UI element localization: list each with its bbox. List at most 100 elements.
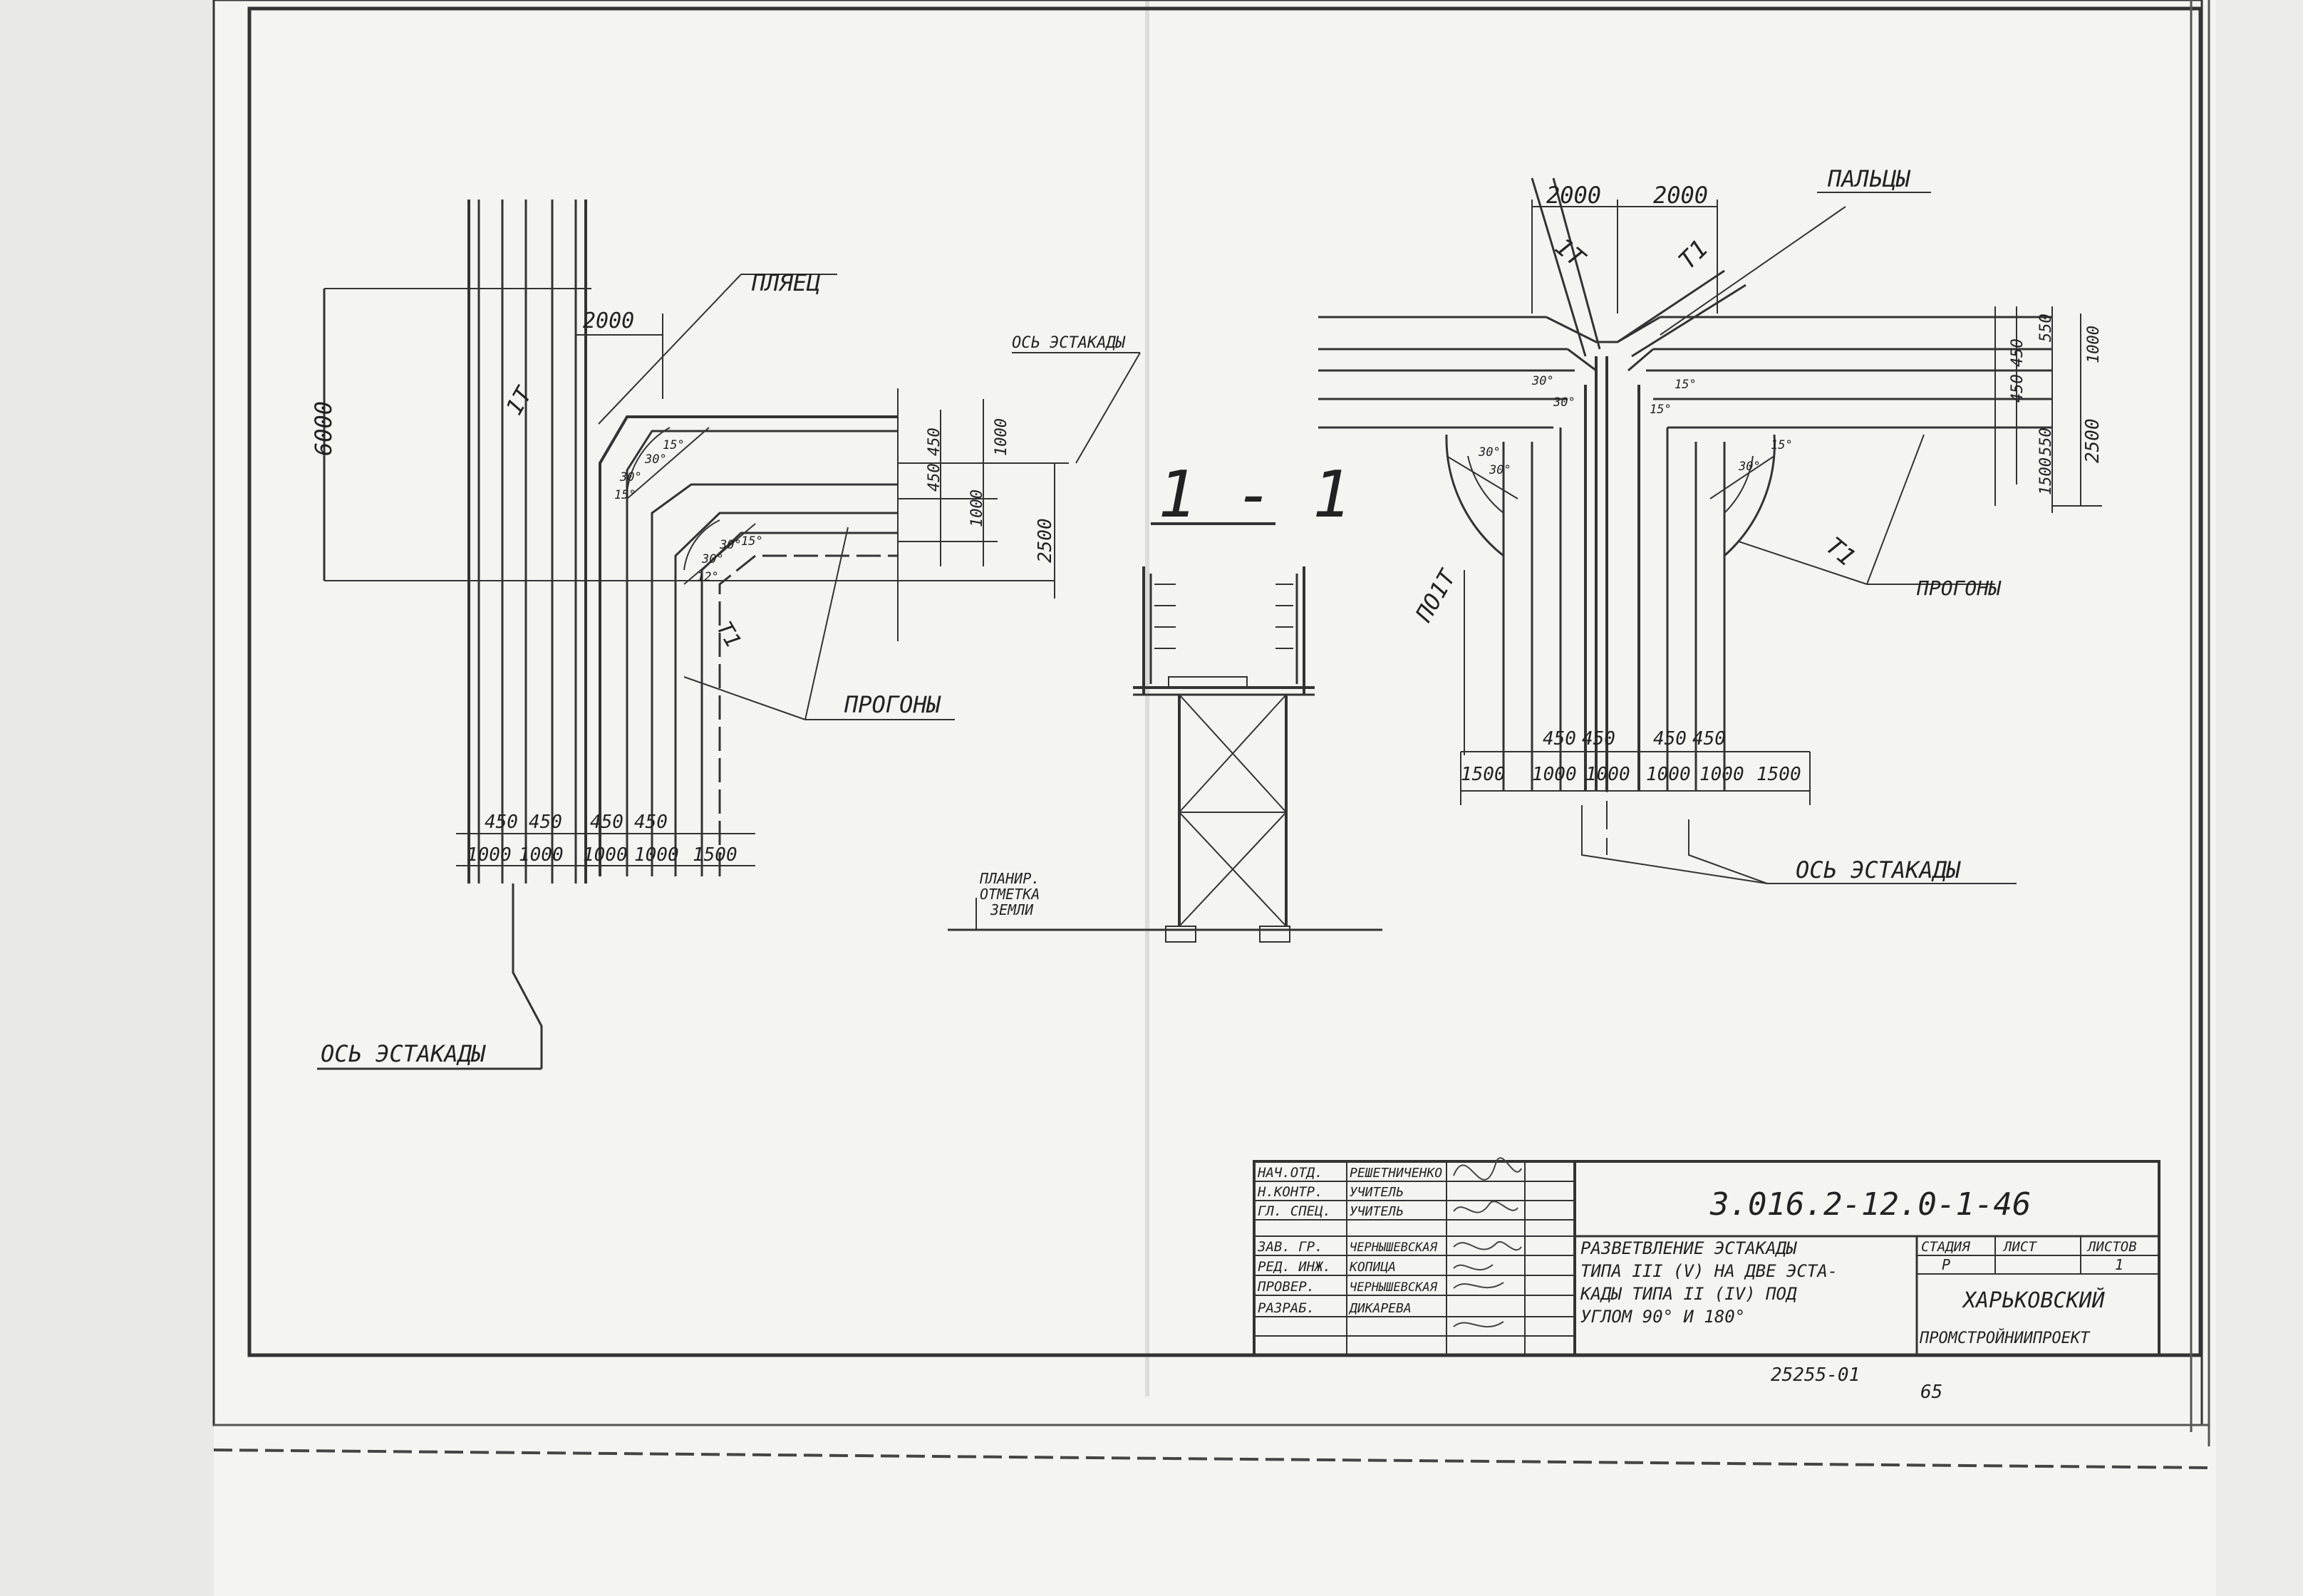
dim-b-1000-4: 1000 (634, 844, 679, 866)
dim-2000-right-b: 2000 (1653, 182, 1708, 209)
doc-code: 3.016.2-12.0-1-46 (1709, 1186, 2031, 1223)
flange-label: ПЛЯЕЦ (751, 269, 820, 296)
org-line-2: ПРОМСТРОЙНИИПРОЕКТ (1919, 1329, 2091, 1347)
dim-rb-450-4: 450 (1692, 728, 1726, 750)
right-plan-view (1318, 177, 2102, 884)
name-6: ЧЕРНЫШЕВСКАЯ (1350, 1280, 1438, 1295)
dim-rb-1000-b: 1000 (1585, 764, 1630, 785)
dim-rb-1000-a: 1000 (1532, 764, 1577, 785)
dim-r-450-b: 450 (2009, 338, 2027, 367)
angle-label-1: 30° (644, 452, 667, 467)
angle-label-6: 30° (701, 552, 724, 566)
angle-r-7: 15° (1771, 438, 1793, 452)
dim-2000-right-a: 2000 (1546, 182, 1601, 209)
name-4: ЧЕРНЫШЕВСКАЯ (1350, 1240, 1438, 1255)
name-2: УЧИТЕЛЬ (1350, 1185, 1404, 1200)
description-line-3: КАДЫ ТИПА II (IV) ПОД (1580, 1284, 1797, 1304)
angle-r-5: 30° (1478, 445, 1501, 460)
role-6: ПРОВЕР. (1257, 1279, 1315, 1295)
description-line-4: УГЛОМ 90° И 180° (1580, 1307, 1745, 1327)
ground-label-1: ПЛАНИР. (979, 870, 1040, 887)
fingers-label: ПАЛЬЦЫ (1827, 165, 1910, 192)
ground-label-3: ЗЕМЛИ (990, 901, 1034, 918)
name-7: ДИКАРЕВА (1348, 1301, 1412, 1316)
angle-r-3: 15° (1675, 378, 1697, 392)
title-block-frame (1253, 1160, 2160, 1357)
inner-frame (247, 6, 2203, 1357)
dim-rb-1000-d: 1000 (1699, 764, 1744, 785)
paper-shadow-left (0, 0, 214, 1596)
dim-r-1000: 1000 (2085, 326, 2103, 363)
dim-rb-1000-c: 1000 (1646, 764, 1691, 785)
stage-value: Р (1942, 1256, 1950, 1273)
role-1: НАЧ.ОТД. (1257, 1165, 1323, 1181)
dim-r-2500: 2500 (2082, 418, 2103, 463)
angle-r-8: 30° (1738, 460, 1761, 474)
dim-2000-left: 2000 (583, 309, 634, 333)
axis-label-left-top: ОСЬ ЭСТАКАДЫ (1012, 334, 1126, 352)
page-number: 65 (1920, 1382, 1942, 1403)
col-stage: СТАДИЯ (1921, 1239, 1970, 1255)
ground-label-2: ОТМЕТКА (980, 886, 1040, 903)
role-7: РАЗРАБ. (1258, 1300, 1315, 1316)
angle-label-8: 12° (697, 570, 719, 584)
description-line-1: РАЗВЕТВЛЕНИЕ ЭСТАКАДЫ (1580, 1238, 1797, 1258)
dim-b-450-2: 450 (529, 812, 562, 833)
dim-6000: 6000 (310, 401, 337, 456)
dim-b-1500: 1500 (693, 844, 738, 866)
col-sheet: ЛИСТ (2002, 1239, 2037, 1255)
paper-shadow-right (2216, 0, 2303, 1596)
sheets-value: 1 (2115, 1256, 2123, 1273)
axis-label-right-bottom: ОСЬ ЭСТАКАДЫ (1796, 856, 1961, 884)
name-3: УЧИТЕЛЬ (1350, 1204, 1404, 1219)
dim-b-450-1: 450 (485, 812, 518, 833)
purlins-label-right: ПРОГОНЫ (1916, 576, 2002, 600)
dim-r-550-b: 550 (2037, 314, 2055, 342)
axis-label-left-bottom: ОСЬ ЭСТАКАДЫ (321, 1040, 486, 1067)
dim-r-1500: 1500 (2037, 457, 2055, 495)
dim-v-1000-b: 1000 (968, 489, 986, 527)
angle-label-3: 30° (619, 470, 642, 484)
angle-r-2: 30° (1553, 395, 1575, 410)
signatures (1453, 1157, 1522, 1328)
role-5: РЕД. ИНЖ. (1258, 1259, 1331, 1275)
purlins-label-left: ПРОГОНЫ (844, 691, 941, 718)
angle-r-6: 30° (1489, 463, 1511, 477)
dim-r-550-a: 550 (2037, 428, 2055, 456)
col-sheets: ЛИСТОВ (2086, 1239, 2137, 1255)
section-title: 1 - 1 (1158, 457, 1351, 532)
dim-rb-450-3: 450 (1653, 728, 1687, 750)
angle-r-1: 30° (1531, 374, 1554, 388)
inventory-number: 25255-01 (1771, 1364, 1860, 1386)
role-3: ГЛ. СПЕЦ. (1258, 1203, 1331, 1219)
angle-r-4: 15° (1650, 403, 1672, 417)
angle-label-2: 15° (663, 438, 685, 452)
dim-rb-450-2: 450 (1582, 728, 1615, 750)
dim-v-450-a: 450 (926, 463, 943, 492)
dim-b-1000-1: 1000 (467, 844, 512, 866)
left-plan-view (317, 200, 1141, 1070)
dim-v-2500: 2500 (1035, 518, 1056, 563)
dim-b-1000-3: 1000 (583, 844, 628, 866)
description-line-2: ТИПА III (V) НА ДВЕ ЭСТА- (1580, 1261, 1838, 1281)
angle-label-4: 15° (614, 488, 636, 502)
angle-label-5: 30° (719, 538, 742, 552)
dim-r-450-a: 450 (2009, 374, 2027, 403)
section-1-1 (948, 522, 1382, 943)
dim-b-1000-2: 1000 (519, 844, 564, 866)
name-1: РЕШЕТНИЧЕНКО (1350, 1166, 1442, 1181)
org-line-1: ХАРЬКОВСКИЙ (1962, 1287, 2106, 1313)
dim-b-450-4: 450 (634, 812, 668, 833)
dim-rb-1500-b: 1500 (1756, 764, 1801, 785)
dim-rb-1500-a: 1500 (1461, 764, 1506, 785)
dim-v-1000-a: 1000 (993, 418, 1010, 456)
role-4: ЗАВ. ГР. (1257, 1239, 1323, 1255)
dim-b-450-3: 450 (590, 812, 623, 833)
dim-v-450-b: 450 (926, 428, 943, 456)
dim-rb-450-1: 450 (1543, 728, 1576, 750)
name-5: КОПИЦА (1349, 1260, 1396, 1275)
role-2: Н.КОНТР. (1257, 1184, 1323, 1200)
